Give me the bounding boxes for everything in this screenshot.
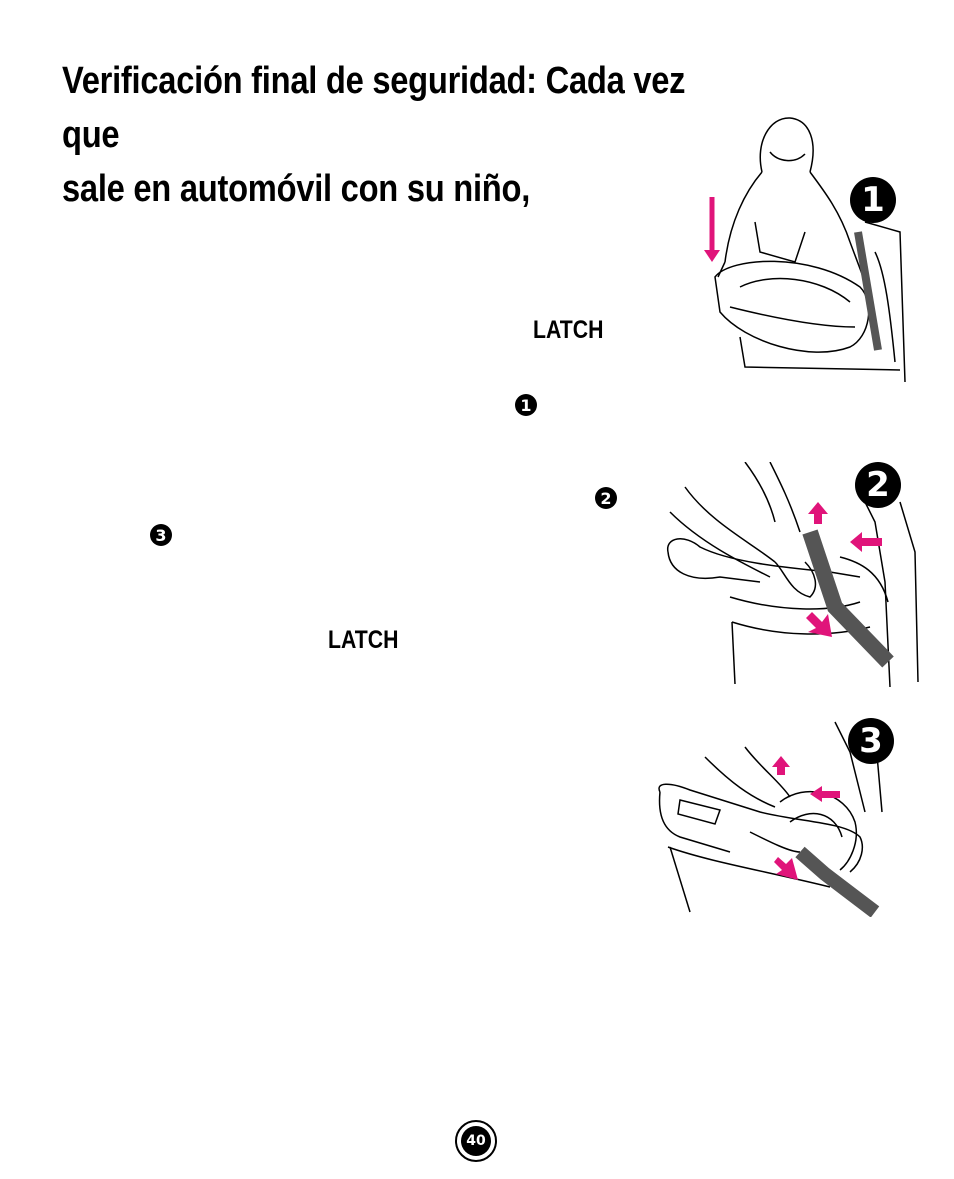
illustration-step-1: 1: [700, 112, 910, 384]
step-2-badge: 2: [855, 462, 901, 508]
belt-tightening-drawing: [667, 461, 919, 688]
base-pressing-drawing: [658, 721, 883, 918]
latch-label-2: LATCH: [328, 626, 399, 654]
page-number: 40: [461, 1126, 491, 1156]
page-number-badge: 40: [455, 1120, 497, 1162]
illustration-step-3: 3: [650, 712, 894, 918]
title-line-1: Verificación final de seguridad: Cada ve…: [62, 60, 686, 156]
step-1-badge: 1: [850, 177, 896, 223]
carrier-placement-drawing: [704, 117, 906, 383]
step-3-marker: 3: [150, 524, 172, 546]
step-1-marker: 1: [515, 394, 537, 416]
step-3-badge: 3: [848, 718, 894, 764]
latch-label-1: LATCH: [533, 316, 604, 344]
title-line-2: sale en automóvil con su niño,: [62, 168, 531, 210]
illustration-step-2: 2: [660, 461, 920, 688]
page-title: Verificación final de seguridad: Cada ve…: [62, 54, 750, 216]
step-2-marker: 2: [595, 487, 617, 509]
